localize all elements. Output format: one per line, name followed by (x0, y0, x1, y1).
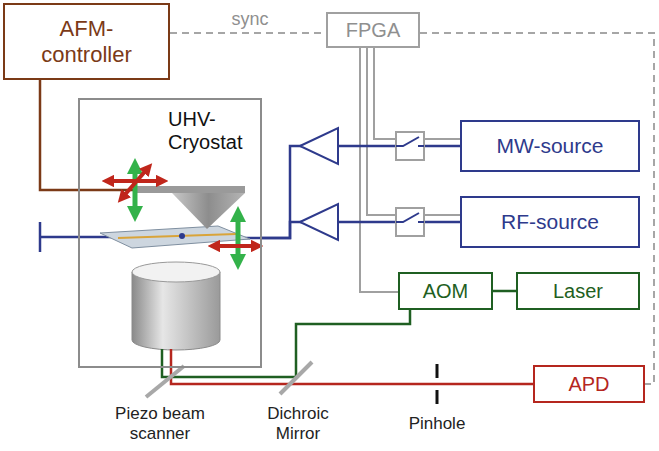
edge-label: sync (228, 9, 271, 30)
amplifier-symbol (300, 128, 338, 164)
node-text: FPGA (346, 19, 400, 42)
connector-line (367, 48, 460, 215)
laser-beam (161, 349, 164, 368)
amplifier-symbol (300, 204, 338, 240)
pinhole-symbol (436, 364, 439, 378)
motion-arrow (122, 168, 148, 198)
nv-spot (179, 233, 185, 239)
node-text: MW-source (497, 134, 604, 158)
modulator-box: AOM (398, 272, 493, 310)
component-label: Dichroic Mirror (252, 404, 344, 443)
fluorescence-beam (170, 349, 173, 368)
laser-box: Laser (516, 272, 640, 310)
switch-box (396, 208, 424, 236)
source-box: MW-source (460, 120, 640, 172)
switch-symbol (396, 213, 424, 222)
source-box: RF-source (460, 196, 640, 248)
connector-line (420, 33, 654, 384)
component-label: Pinhole (387, 414, 487, 434)
scanner-mirror (146, 366, 184, 397)
connector-line (262, 222, 460, 238)
dichroic-mirror (280, 362, 312, 394)
fpga-box: FPGA (326, 12, 420, 48)
ground-terminal (39, 222, 42, 252)
pinhole-symbol (436, 390, 439, 404)
connector-line (171, 368, 533, 384)
connector-line (360, 48, 398, 292)
objective-top (132, 262, 220, 282)
motion-arrow (236, 214, 241, 262)
sample-stripline (118, 234, 236, 238)
switch-box (396, 132, 424, 160)
switch-symbol (396, 137, 424, 146)
node-text: AFM-controller (27, 16, 147, 67)
node-text: UHV-Cryostat (168, 108, 260, 154)
cryostat-box: UHV-Cryostat (78, 98, 262, 368)
motion-arrow (214, 244, 257, 248)
node-text: RF-source (501, 210, 599, 234)
cantilever (133, 186, 245, 193)
controller-box: AFM-controller (3, 3, 170, 80)
connector-line (374, 48, 460, 139)
objective-lens (132, 272, 220, 350)
detector-box: APD (533, 365, 645, 403)
connector-line (493, 290, 516, 293)
afm-tip (172, 193, 245, 229)
connector-line (40, 80, 78, 190)
component-label: Piezo beam scanner (101, 404, 219, 443)
motion-arrow (133, 166, 138, 214)
node-text: Laser (553, 280, 603, 303)
node-text: AOM (423, 280, 469, 303)
node-text: APD (568, 373, 609, 396)
connector-line (170, 32, 326, 34)
connector-line (262, 146, 460, 238)
